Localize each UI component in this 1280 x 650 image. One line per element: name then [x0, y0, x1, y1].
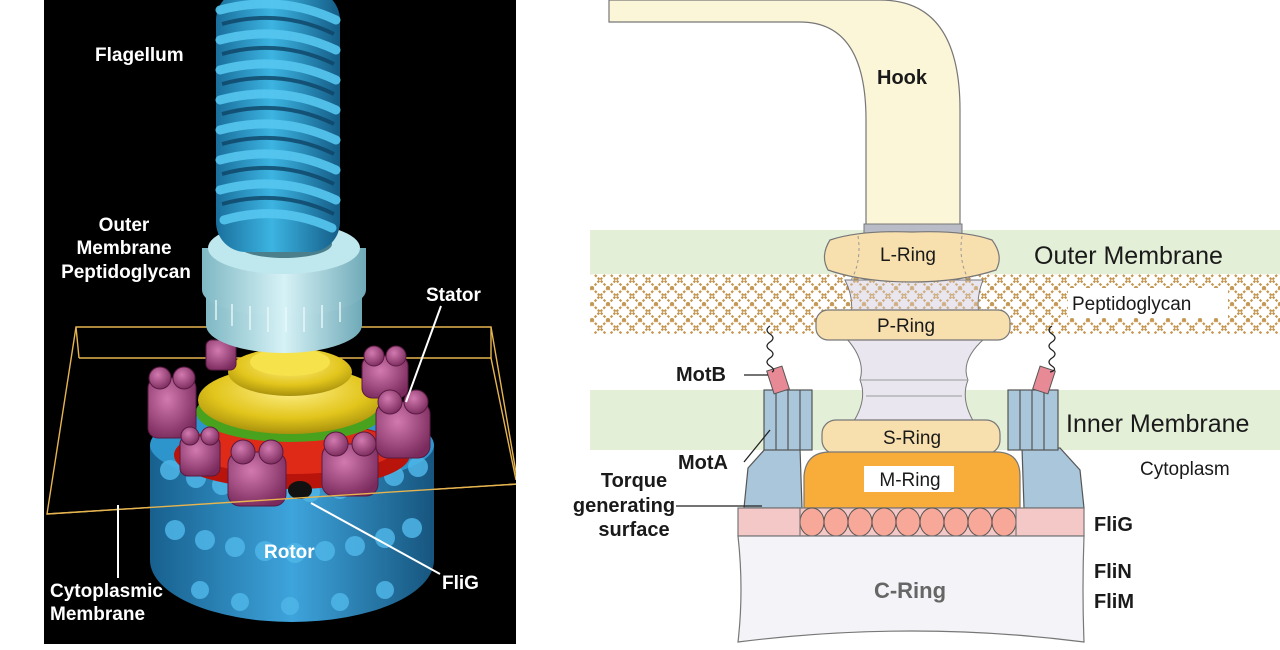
hook — [608, 0, 963, 235]
right-pointer-lines — [676, 374, 771, 507]
stator-unit — [227, 439, 287, 507]
stator-right — [1007, 325, 1085, 509]
label-flig: FliG — [442, 573, 479, 594]
flig-band — [737, 507, 1085, 537]
stator-unit — [321, 431, 379, 497]
left-panel: Flagellum Outer Membrane Peptidoglycan S… — [44, 0, 516, 644]
mota-pointer — [743, 429, 771, 463]
label-rotor: Rotor — [264, 542, 315, 563]
rotor-top — [196, 348, 384, 442]
label-stator: Stator — [426, 285, 482, 306]
stator-units — [147, 339, 431, 507]
label-l-ring: L-Ring — [880, 245, 936, 266]
p-ring — [815, 309, 1011, 341]
label-cytoplasmic-membrane-line2: Membrane — [50, 604, 145, 625]
stator-unit — [361, 345, 409, 399]
flig-pointer — [310, 502, 441, 575]
label-outer-membrane: Outer Membrane — [1034, 242, 1223, 270]
label-outer-membrane-line1: Outer — [99, 215, 150, 236]
stator-unit — [375, 389, 431, 459]
label-p-ring: P-Ring — [877, 316, 935, 337]
label-peptidoglycan: Peptidoglycan — [61, 262, 191, 283]
label-torque-line3: surface — [598, 519, 669, 541]
m-ring-label-backdrop — [864, 466, 954, 492]
label-torque-line1: Torque — [601, 470, 667, 492]
label-mota: MotA — [678, 452, 728, 474]
right-panel: Hook L-Ring Outer Membrane Peptidoglycan… — [573, 0, 1280, 643]
rod — [844, 279, 987, 425]
label-flim: FliM — [1094, 591, 1134, 613]
l-ring-dashes — [849, 235, 971, 283]
label-motb: MotB — [676, 364, 726, 386]
label-flagellum: Flagellum — [95, 45, 184, 66]
stator-unit — [179, 426, 221, 477]
label-inner-membrane: Inner Membrane — [1066, 410, 1249, 438]
stator-unit — [147, 366, 197, 439]
label-flig-right: FliG — [1094, 514, 1133, 536]
left-pointer-lines — [117, 305, 442, 578]
label-flin: FliN — [1094, 561, 1132, 583]
label-m-ring: M-Ring — [879, 470, 940, 491]
c-ring — [737, 535, 1085, 643]
peptidoglycan-label-backdrop — [1068, 288, 1228, 318]
l-ring — [823, 231, 1000, 283]
membrane-slab-front-edge — [46, 483, 516, 515]
label-peptidoglycan-right: Peptidoglycan — [1072, 294, 1191, 315]
stator-pointer — [405, 305, 442, 403]
flagellum-filament — [215, 0, 341, 252]
label-c-ring: C-Ring — [874, 578, 946, 603]
label-cytoplasm: Cytoplasm — [1140, 459, 1230, 480]
label-s-ring: S-Ring — [883, 428, 941, 449]
label-cytoplasmic-membrane-line1: Cytoplasmic — [50, 581, 163, 602]
stator-left — [743, 325, 813, 509]
label-outer-membrane-line2: Membrane — [76, 238, 171, 259]
label-torque-line2: generating — [573, 495, 675, 517]
label-hook: Hook — [877, 67, 928, 89]
